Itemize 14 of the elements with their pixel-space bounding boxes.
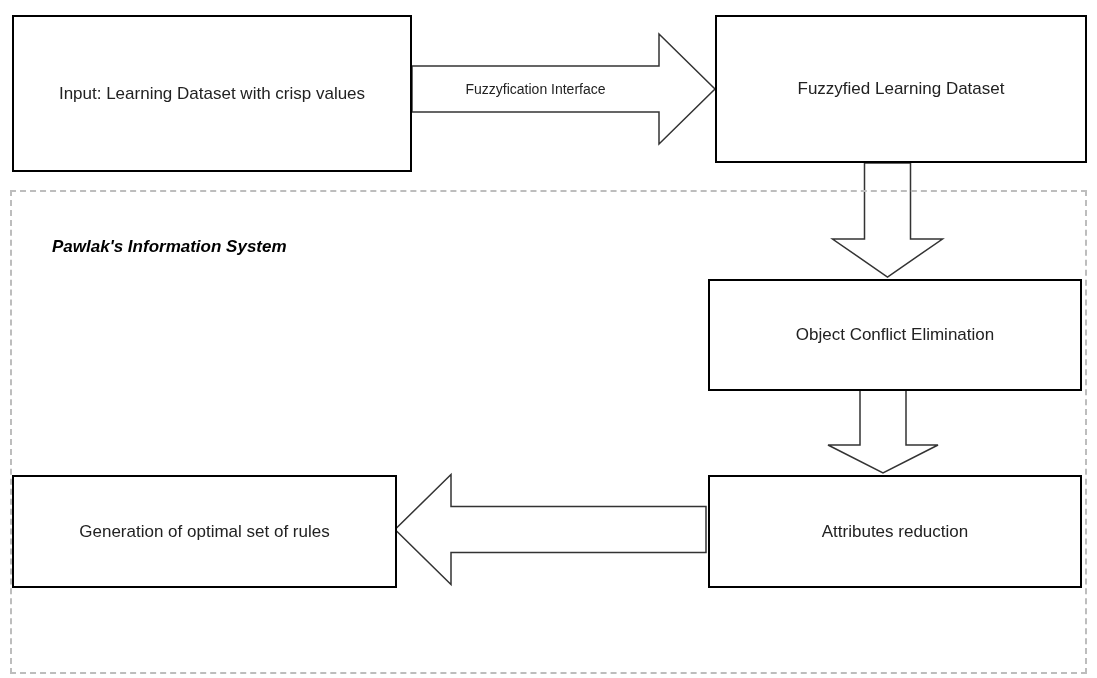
- box-text: Input: Learning Dataset with crisp values: [58, 82, 366, 105]
- process-box: [12, 15, 412, 172]
- block-arrow: [830, 162, 945, 278]
- box-text: Generation of optimal set of rules: [79, 520, 330, 543]
- box-text: Fuzzyfied Learning Dataset: [797, 78, 1005, 101]
- process-box: [12, 475, 397, 588]
- process-box: [715, 15, 1087, 163]
- box-text: Attributes reduction: [821, 520, 969, 543]
- process-box: [708, 475, 1082, 588]
- group-title: Pawlak's Information System: [52, 236, 287, 258]
- process-box: [708, 279, 1082, 391]
- box-text: Object Conflict Elimination: [795, 324, 995, 347]
- block-arrow: [827, 388, 939, 474]
- group-frame: [10, 190, 1087, 674]
